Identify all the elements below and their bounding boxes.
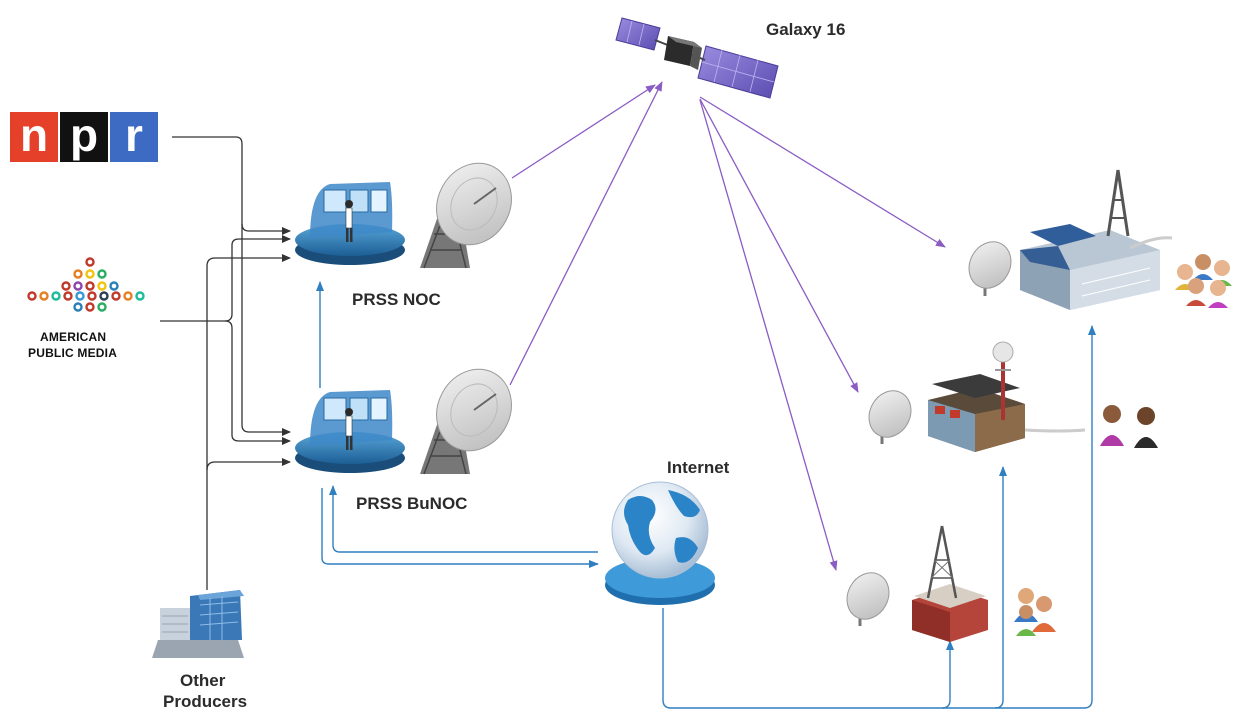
station-2-dish-icon [868, 390, 912, 444]
npr-feed-line-2 [241, 224, 291, 436]
station-3-building-icon [912, 525, 988, 642]
bunoc-label: PRSS BuNOC [356, 494, 468, 513]
satellite-links [509, 81, 946, 571]
apm-logo-line2: PUBLIC MEDIA [28, 346, 118, 360]
other-feed-line [206, 254, 291, 590]
bunoc-workstation-icon [295, 390, 405, 473]
station-2-audience-icon [1100, 405, 1158, 448]
downlink-station-2 [699, 98, 859, 393]
station-1-audience-icon [1175, 254, 1232, 308]
internet-links [316, 281, 1096, 709]
noc-label: PRSS NOC [352, 290, 441, 309]
noc-workstation-icon [295, 182, 405, 265]
npr-logo-letter-n: n [10, 112, 58, 162]
internet-globe-icon [605, 481, 715, 605]
internet-return-bus [662, 325, 1096, 709]
other-producers-building-icon [152, 590, 244, 658]
other-producers-label-line2: Producers [163, 692, 248, 711]
satellite-icon [615, 17, 779, 99]
npr-feed-line [172, 136, 291, 235]
station-2-building-icon [928, 341, 1086, 452]
noc-uplink [511, 84, 656, 179]
npr-logo-letter-p: p [60, 112, 108, 162]
station-1-building-icon [1020, 169, 1173, 310]
producer-feed-lines [160, 136, 291, 590]
station-3-dish-icon [846, 572, 890, 626]
downlink-station-3 [699, 99, 838, 571]
downlink-station-1 [699, 96, 946, 248]
station-1-dish-icon [968, 241, 1012, 296]
bunoc-to-internet-link [321, 488, 599, 568]
npr-logo-letter-r: r [110, 112, 158, 162]
bunoc-uplink [509, 81, 663, 386]
apm-logo-mark [27, 257, 145, 312]
apm-logo-line1: AMERICAN [40, 330, 107, 344]
internet-label: Internet [667, 458, 730, 477]
station-1 [968, 169, 1232, 310]
apm-feed-line [160, 235, 291, 322]
noc-uplink-dish-icon [420, 162, 512, 269]
internet-to-bunoc-link [329, 485, 598, 553]
apm-feed-line-2 [224, 320, 291, 445]
other-producers-label-line1: Other [180, 671, 226, 690]
station-3 [846, 525, 1056, 642]
internet-to-station-3 [941, 640, 954, 709]
other-feed-line-2 [206, 458, 291, 471]
satellite-label: Galaxy 16 [766, 20, 846, 39]
station-2 [868, 341, 1158, 452]
station-3-audience-icon [1014, 588, 1056, 636]
bunoc-uplink-dish-icon [420, 368, 512, 475]
internet-to-station-2 [994, 466, 1007, 709]
